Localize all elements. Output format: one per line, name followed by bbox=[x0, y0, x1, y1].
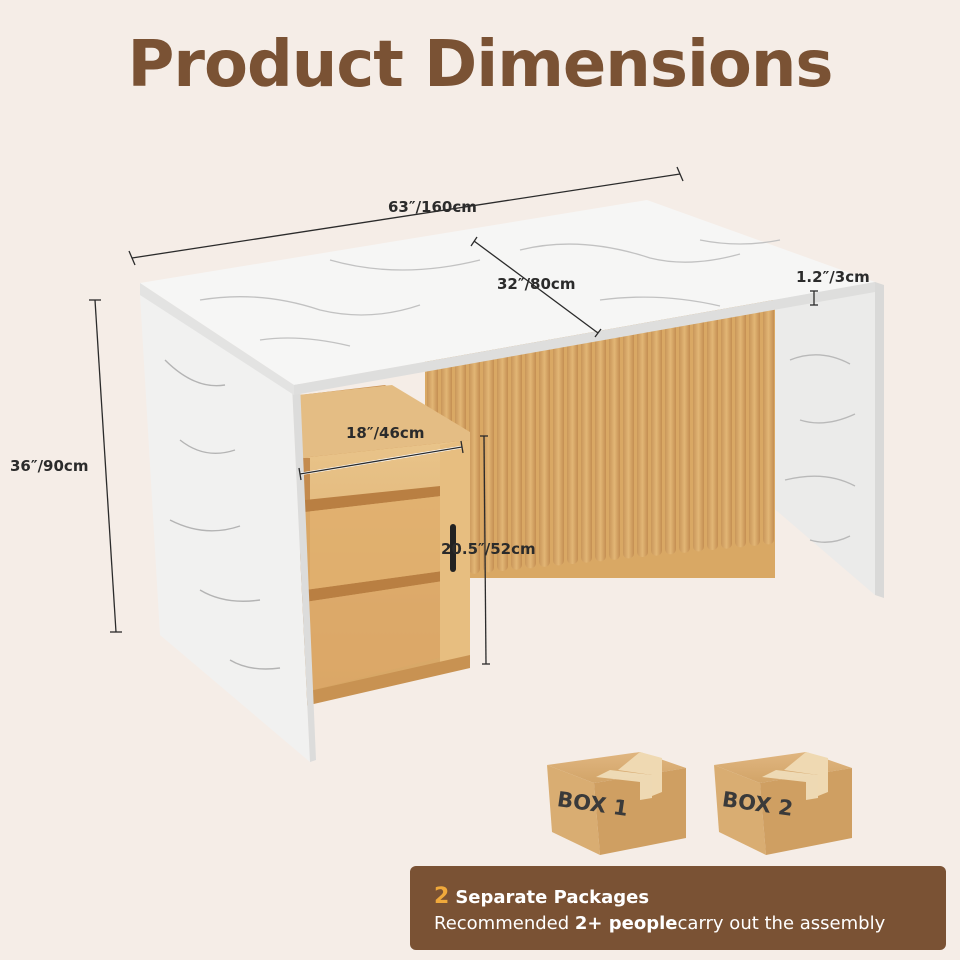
wood-slat bbox=[539, 302, 550, 567]
storage-cabinet bbox=[298, 385, 470, 706]
desk-left-leg bbox=[140, 295, 316, 762]
wood-slat bbox=[525, 302, 536, 569]
packages-label: Separate Packages bbox=[455, 887, 650, 908]
height-dimension-label: 36″/90cm bbox=[10, 457, 89, 475]
wood-slat bbox=[763, 302, 774, 545]
depth-dimension-label: 32″/80cm bbox=[497, 275, 576, 293]
wood-slat bbox=[637, 302, 648, 557]
wood-slat bbox=[469, 302, 480, 574]
wood-slat bbox=[623, 302, 634, 559]
recommendation-prefix: Recommended bbox=[434, 913, 570, 934]
thickness-dimension-label: 1.2″/3cm bbox=[796, 268, 870, 286]
packages-count: 2 bbox=[434, 884, 450, 909]
cabinet-width-dimension-label: 18″/46cm bbox=[346, 424, 425, 442]
wood-slat bbox=[609, 302, 620, 560]
assembly-recommendation: Recommended 2+ peoplecarry out the assem… bbox=[434, 913, 946, 934]
package-box-1-graphic bbox=[547, 752, 686, 855]
marble-tabletop bbox=[140, 200, 875, 395]
wood-slat bbox=[679, 302, 690, 553]
wood-slat bbox=[581, 302, 592, 563]
wood-slat bbox=[749, 302, 760, 546]
wood-slat bbox=[665, 302, 676, 555]
wood-slat bbox=[693, 302, 704, 552]
wood-slat bbox=[707, 302, 718, 550]
cabinet-height-dimension-label: 20.5″/52cm bbox=[441, 540, 536, 558]
recommendation-people: 2+ people bbox=[574, 913, 678, 934]
wood-slat bbox=[735, 302, 746, 548]
desk-right-leg bbox=[770, 282, 884, 598]
wood-slat bbox=[595, 302, 606, 562]
wood-slat bbox=[567, 302, 578, 564]
wood-slat bbox=[553, 302, 564, 566]
wood-slat bbox=[721, 302, 732, 549]
wood-slat bbox=[511, 302, 522, 570]
page-title: Product Dimensions bbox=[127, 28, 834, 102]
wood-slat bbox=[483, 302, 494, 573]
wood-slat bbox=[651, 302, 662, 556]
wood-slat bbox=[497, 302, 508, 571]
dimension-lines bbox=[89, 166, 818, 665]
recommendation-suffix: carry out the assembly bbox=[677, 913, 886, 934]
package-box-2-graphic bbox=[714, 752, 852, 855]
width-dimension-label: 63″/160cm bbox=[388, 198, 477, 216]
